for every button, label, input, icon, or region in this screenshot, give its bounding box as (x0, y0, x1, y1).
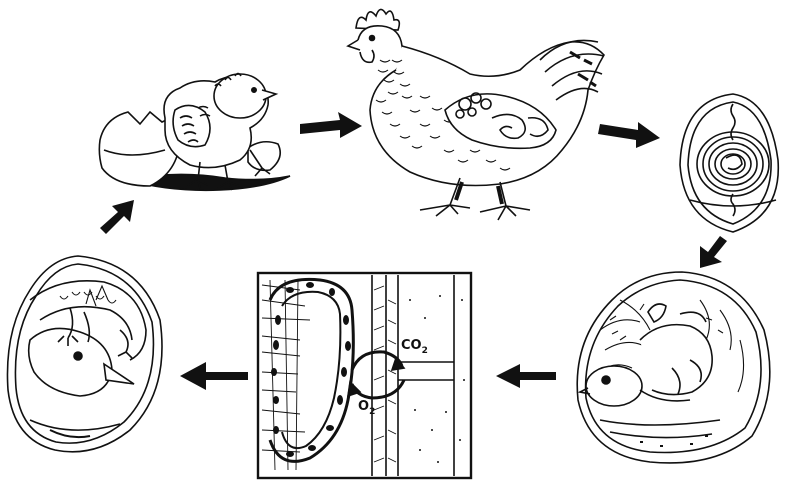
arrow-chick-to-hen (300, 112, 362, 138)
arrow-exchange-to-hatching (180, 362, 248, 390)
o2-label: O2 (358, 399, 375, 414)
chick-ready-to-hatch-illustration (7, 256, 162, 452)
arrow-hatching-to-chick (100, 200, 134, 234)
co2-label: CO2 (401, 338, 428, 353)
fertilized-egg-illustration (680, 94, 778, 232)
arrow-embryo-to-exchange (496, 364, 556, 388)
arrow-egg-to-embryo (700, 236, 727, 268)
gas-exchange-detail-illustration (258, 273, 471, 478)
arrow-hen-to-egg (598, 122, 660, 148)
hatched-chick-illustration (99, 74, 290, 191)
adult-hen-illustration (348, 9, 604, 220)
developing-embryo-illustration (577, 272, 770, 463)
